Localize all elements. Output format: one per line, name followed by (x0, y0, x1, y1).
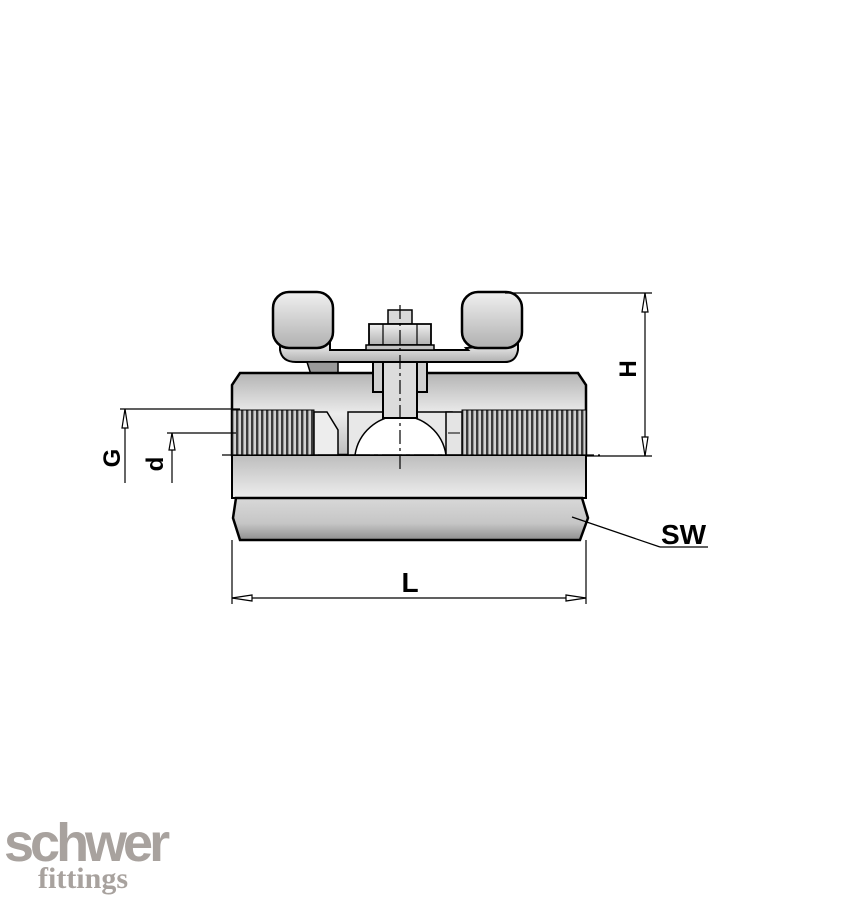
dimension-H (505, 292, 652, 457)
dimension-L (231, 540, 587, 604)
dimension-label-H: H (615, 360, 642, 377)
logo-subtitle: fittings (38, 862, 128, 895)
wing-handle (271, 290, 524, 379)
dimension-label-G: G (99, 449, 126, 468)
center-lines (222, 305, 600, 470)
dimension-label-d: d (142, 457, 169, 472)
dimension-SW (571, 516, 708, 548)
dimension-d (167, 432, 236, 483)
logo-wordmark: schwer (4, 813, 170, 873)
dimension-label-L: L (401, 567, 418, 598)
female-thread-right (461, 409, 587, 456)
female-thread-left (231, 409, 315, 456)
dimension-label-SW: SW (661, 519, 707, 550)
dimension-G (120, 408, 240, 483)
brand-logo: schwer fittings (4, 813, 170, 895)
